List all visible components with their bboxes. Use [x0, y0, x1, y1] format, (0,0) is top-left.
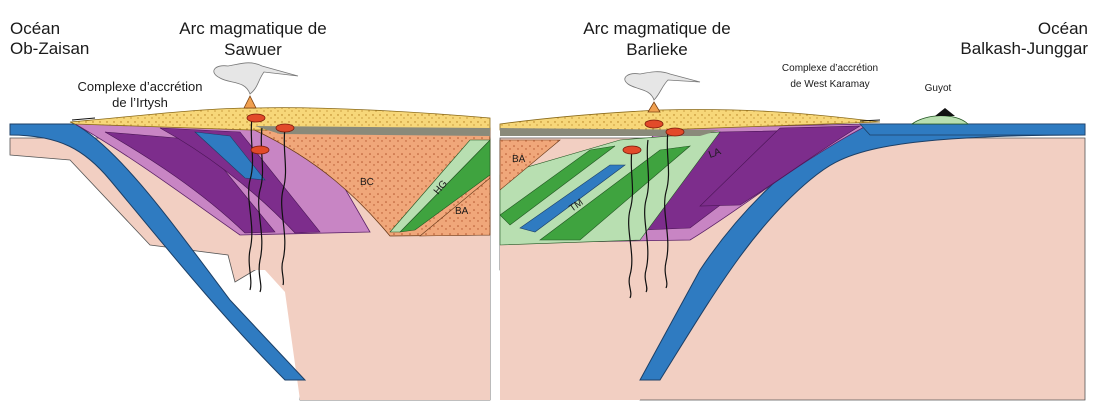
left-volcanic-plume: [214, 63, 298, 94]
right-accretion-label-2: de West Karamay: [790, 79, 869, 90]
left-volcano: [244, 96, 256, 108]
right-volcanic-plume: [625, 72, 700, 100]
left-unit-ba-label: BA: [455, 206, 469, 217]
left-panel: [10, 63, 490, 400]
right-accretion-label-1: Complexe d’accrétion: [782, 63, 878, 74]
left-arc-label-1: Arc magmatique de: [179, 19, 326, 38]
left-ocean-label-2: Ob-Zaisan: [10, 39, 89, 58]
left-accretion-label-2: de l’Irtysh: [112, 95, 168, 110]
left-arc-label-2: Sawuer: [224, 40, 282, 59]
right-ocean-label-2: Balkash-Junggar: [960, 39, 1088, 58]
left-ocean-label-1: Océan: [10, 19, 60, 38]
left-unit-bc-label: BC: [360, 177, 374, 188]
right-panel: [500, 72, 1085, 400]
guyot-label: Guyot: [925, 83, 952, 94]
left-accretion-label-1: Complexe d’accrétion: [77, 79, 202, 94]
guyot-cap: [935, 108, 955, 116]
right-unit-ba-label: BA: [512, 154, 526, 165]
right-arc-label-1: Arc magmatique de: [583, 19, 730, 38]
right-volcano: [648, 102, 660, 112]
guyot-seamount: [912, 116, 968, 124]
right-ocean-label-1: Océan: [1038, 19, 1088, 38]
right-arc-label-2: Barlieke: [626, 40, 687, 59]
right-ocean-floor: [860, 124, 1085, 135]
left-upper-plate-lower: [240, 235, 490, 400]
